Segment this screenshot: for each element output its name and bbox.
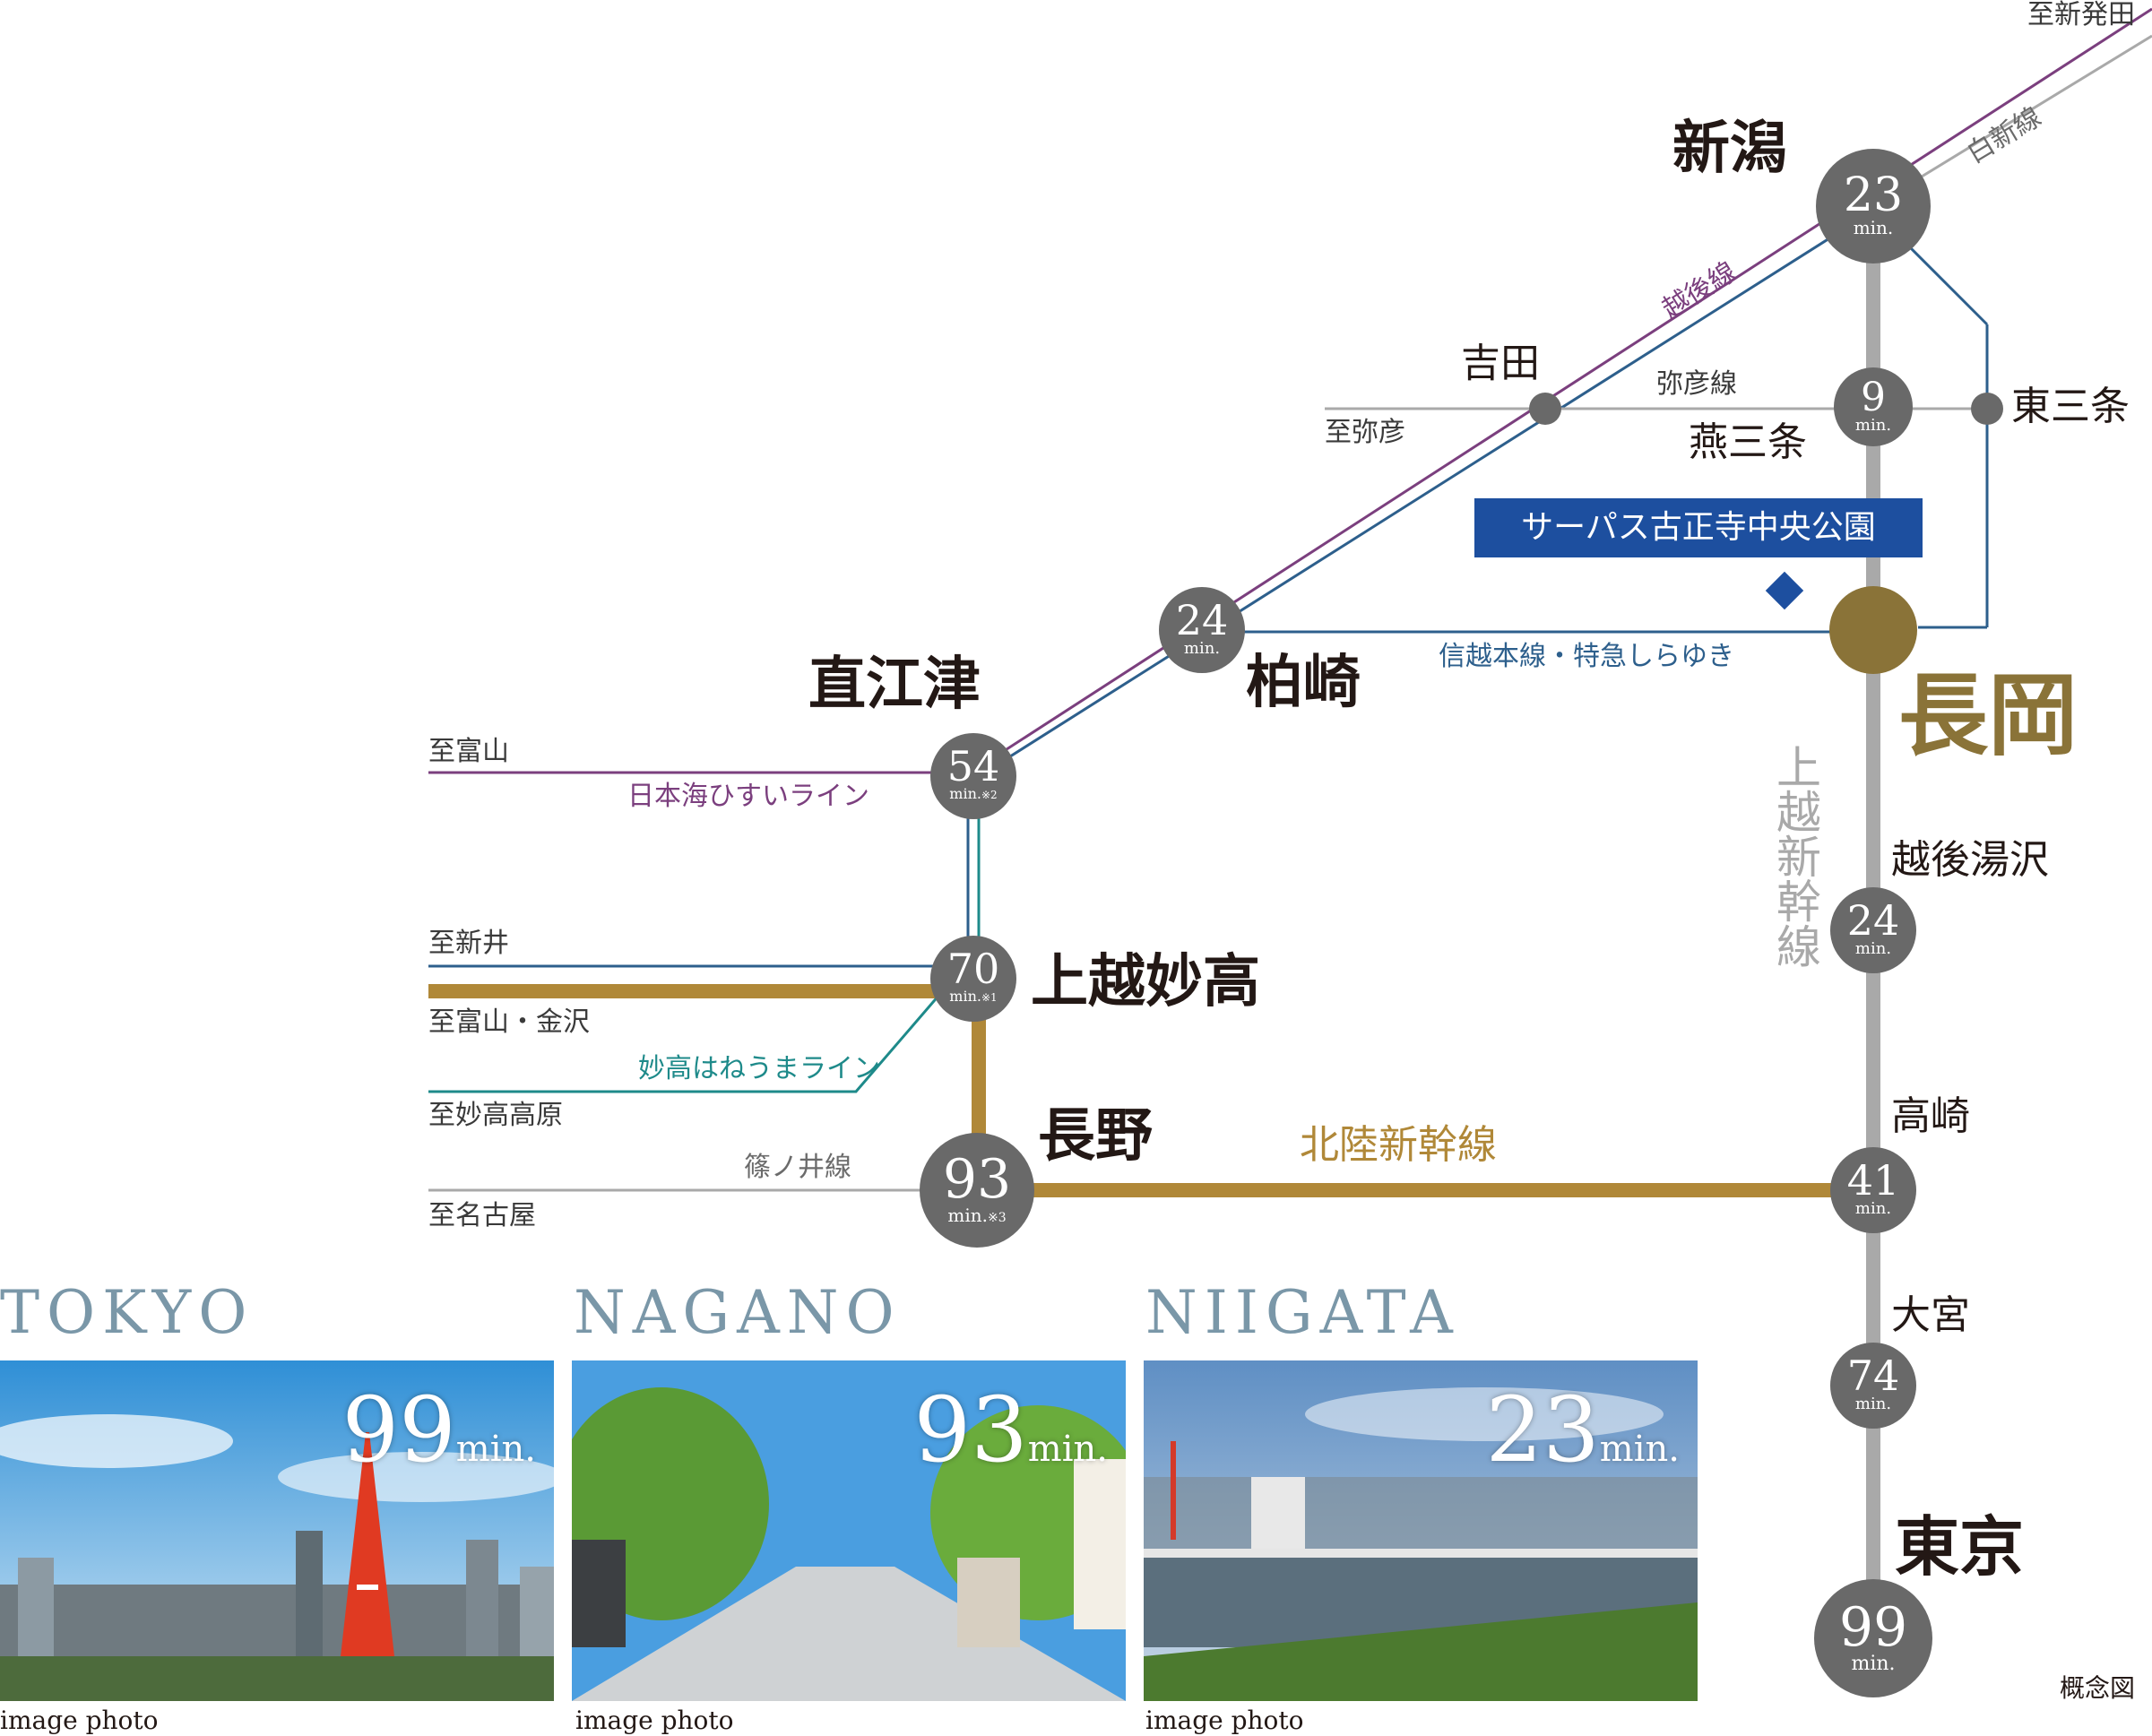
niigata-river-image [1144, 1360, 1698, 1701]
photo-tokyo-unit: min. [455, 1429, 536, 1470]
diagram-note: 概念図 [2060, 1673, 2136, 1703]
badge-echigoyuzawa-minutes: 24 [1846, 896, 1900, 945]
nagano-street-image [572, 1360, 1126, 1701]
dest-shibata: 至新発田 [2027, 0, 2135, 30]
dest-yahiko: 至弥彦 [1325, 417, 1405, 448]
station-name-yoshida: 吉田 [1461, 341, 1540, 386]
property-diamond-icon [1765, 571, 1804, 610]
badge-nagano-note: ※3 [987, 1211, 1007, 1225]
caption-tokyo: image photo [0, 1706, 159, 1735]
dest-toyama: 至富山 [428, 736, 509, 767]
badge-joetsumyoko-unit: min. [949, 988, 981, 1005]
photo-tokyo: 99min. [0, 1360, 554, 1701]
badge-omiya-unit: min. [1854, 1395, 1892, 1413]
badge-takasaki-minutes: 41 [1846, 1156, 1900, 1205]
station-name-niigata: 新潟 [1672, 115, 1787, 182]
line-label-hokuriku: 北陸新幹線 [1300, 1122, 1497, 1168]
badge-omiya-minutes: 74 [1846, 1352, 1900, 1400]
badge-kashiwazaki-unit: min. [1183, 639, 1221, 658]
photo-niigata-minutes: 23 [1485, 1378, 1600, 1482]
badge-takasaki-unit: min. [1854, 1199, 1892, 1218]
badge-tsubamesanjo-minutes: 9 [1861, 375, 1886, 420]
badge-kashiwazaki-minutes: 24 [1175, 596, 1229, 644]
line-label-hisui: 日本海ひすいライン [627, 781, 869, 812]
badge-joetsumyoko-minutes: 70 [946, 945, 1000, 993]
tokyo-skyline-image [0, 1360, 554, 1701]
myoko-haneuma-line [428, 994, 941, 1093]
station-name-kashiwazaki: 柏崎 [1246, 649, 1361, 716]
line-label-shinetsu: 信越本線・特急しらゆき [1439, 641, 1734, 672]
shinetsu-line-west [972, 209, 1874, 782]
badge-naoetsu-minutes: 54 [946, 742, 1000, 790]
dest-toyama-kanazawa: 至富山・金沢 [428, 1006, 590, 1038]
station-name-tsubamesanjo: 燕三条 [1689, 419, 1807, 465]
photo-nagano-time: 93min. [914, 1386, 1108, 1475]
station-name-nagaoka: 長岡 [1898, 662, 2078, 768]
city-title-niigata: NIIGATA [1145, 1278, 1460, 1347]
badge-tsubamesanjo-unit: min. [1854, 416, 1892, 435]
caption-niigata: image photo [1145, 1706, 1304, 1735]
station-name-nagano: 長野 [1038, 1102, 1153, 1170]
station-dot-nagaoka [1829, 586, 1917, 674]
caption-nagano: image photo [575, 1706, 734, 1735]
line-label-joetsu-shinkansen: 上越新幹線 [1769, 744, 1821, 968]
photo-nagano-unit: min. [1027, 1429, 1108, 1470]
badge-joetsumyoko-note: ※1 [981, 991, 998, 1004]
station-name-higashisanjo: 東三条 [2011, 384, 2130, 429]
photo-niigata-time: 23min. [1486, 1386, 1680, 1475]
station-name-tokyo: 東京 [1895, 1508, 2025, 1585]
badge-niigata-minutes: 23 [1843, 168, 1904, 222]
badge-nagano-unit: min. [947, 1205, 988, 1226]
city-title-tokyo: TOKYO [0, 1278, 255, 1347]
badge-tokyo-minutes: 99 [1838, 1596, 1908, 1659]
station-name-echigoyuzawa: 越後湯沢 [1891, 837, 2049, 883]
badge-naoetsu-unit: min. [949, 785, 981, 802]
badge-naoetsu-note: ※2 [981, 789, 998, 801]
badge-nagano-minutes: 93 [942, 1148, 1012, 1211]
station-name-takasaki: 高崎 [1891, 1093, 1970, 1139]
photo-tokyo-minutes: 99 [341, 1378, 456, 1482]
badge-echigoyuzawa-unit: min. [1854, 939, 1892, 958]
line-label-myoko-haneuma: 妙高はねうまライン [638, 1053, 880, 1084]
station-dot-higashisanjo [1971, 393, 2003, 425]
property-name-box: サーパス古正寺中央公園 [1474, 498, 1923, 557]
dest-myokokogen: 至妙高高原 [428, 1100, 563, 1131]
station-name-joetsumyoko: 上越妙高 [1031, 948, 1260, 1015]
photo-niigata-unit: min. [1599, 1429, 1680, 1470]
station-name-naoetsu: 直江津 [808, 651, 981, 718]
station-name-omiya: 大宮 [1891, 1292, 1970, 1338]
photo-nagano: 93min. [572, 1360, 1126, 1701]
photo-niigata: 23min. [1144, 1360, 1698, 1701]
city-title-nagano: NAGANO [574, 1278, 902, 1347]
dest-nagoya: 至名古屋 [428, 1200, 536, 1231]
photo-nagano-minutes: 93 [913, 1378, 1028, 1482]
line-label-yahiko: 弥彦線 [1656, 368, 1737, 400]
photo-tokyo-time: 99min. [342, 1386, 536, 1475]
badge-tokyo-unit: min. [1851, 1653, 1896, 1675]
line-label-shinonoi: 篠ノ井線 [744, 1152, 851, 1183]
station-dot-yoshida [1529, 393, 1561, 425]
badge-niigata-unit: min. [1853, 217, 1894, 238]
dest-arai: 至新井 [428, 928, 509, 959]
